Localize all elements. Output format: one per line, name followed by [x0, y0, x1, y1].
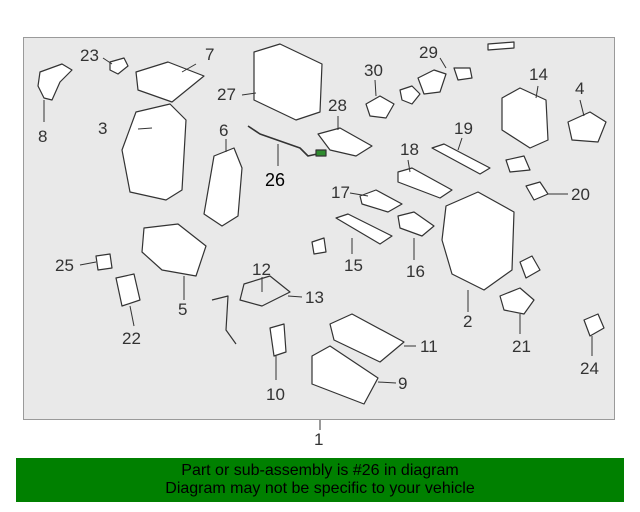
callout-8: 8 [38, 127, 48, 146]
part-16-shape [397, 211, 435, 237]
part-26-shape [247, 125, 327, 157]
callout-21: 21 [512, 337, 531, 356]
part-17-shape [359, 189, 403, 213]
callout-30: 30 [364, 61, 383, 80]
part-15-shape [335, 213, 393, 245]
part-20-shape [525, 181, 549, 201]
callout-16: 16 [406, 262, 425, 281]
callout-10: 10 [266, 385, 285, 404]
part-25-shape [95, 253, 113, 271]
callout-25: 25 [55, 256, 74, 275]
part-27-shape [253, 43, 323, 121]
part-7-shape [135, 61, 205, 103]
part-28-shape [317, 127, 373, 157]
callout-18: 18 [400, 140, 419, 159]
part-8-shape [37, 63, 73, 101]
callout-22: 22 [122, 329, 141, 348]
part-21-shape [499, 287, 535, 315]
callout-26-highlighted[interactable]: 26 [265, 170, 286, 190]
part-14-shape [501, 87, 549, 149]
callout-19: 19 [454, 119, 473, 138]
callout-17: 17 [331, 183, 350, 202]
part-12-shape [239, 275, 291, 307]
part-24-shape [583, 313, 605, 337]
banner-line-disclaimer: Diagram may not be specific to your vehi… [165, 480, 475, 497]
leader-lines [43, 57, 593, 430]
callout-4: 4 [575, 79, 585, 98]
part-6-shape [203, 147, 243, 227]
part-30-shape [365, 95, 395, 119]
part-3-shape [121, 103, 187, 201]
callout-5: 5 [178, 300, 188, 319]
part-4-shape [567, 111, 607, 143]
callout-1: 1 [314, 430, 324, 449]
part-23-shape [109, 57, 129, 75]
part-18-shape [397, 167, 453, 199]
callout-23: 23 [80, 46, 99, 65]
callout-2: 2 [463, 312, 473, 331]
part-19-shape [431, 143, 491, 175]
banner-line-part: Part or sub-assembly is #26 in diagram [181, 462, 459, 479]
callout-24: 24 [580, 359, 599, 378]
callout-11: 11 [420, 337, 438, 356]
part-29-shape [417, 69, 447, 95]
part-info-banner: Part or sub-assembly is #26 in diagram D… [16, 458, 624, 502]
callout-13: 13 [305, 288, 324, 307]
callout-20: 20 [571, 185, 590, 204]
part-9-shape [311, 345, 379, 405]
callout-14: 14 [529, 65, 548, 84]
part-10-shape [269, 323, 287, 357]
part-5-shape [141, 223, 207, 277]
callout-6: 6 [219, 121, 229, 140]
part-2-shape [441, 191, 515, 291]
callout-15: 15 [344, 256, 363, 275]
callout-3: 3 [98, 119, 108, 138]
callout-12: 12 [252, 260, 271, 279]
callout-9: 9 [398, 374, 408, 393]
callout-29: 29 [419, 43, 438, 62]
part-11-shape [329, 313, 405, 363]
callout-7: 7 [205, 45, 215, 64]
part-22-shape [115, 273, 141, 307]
callout-28: 28 [328, 96, 347, 115]
callout-27: 27 [217, 85, 236, 104]
